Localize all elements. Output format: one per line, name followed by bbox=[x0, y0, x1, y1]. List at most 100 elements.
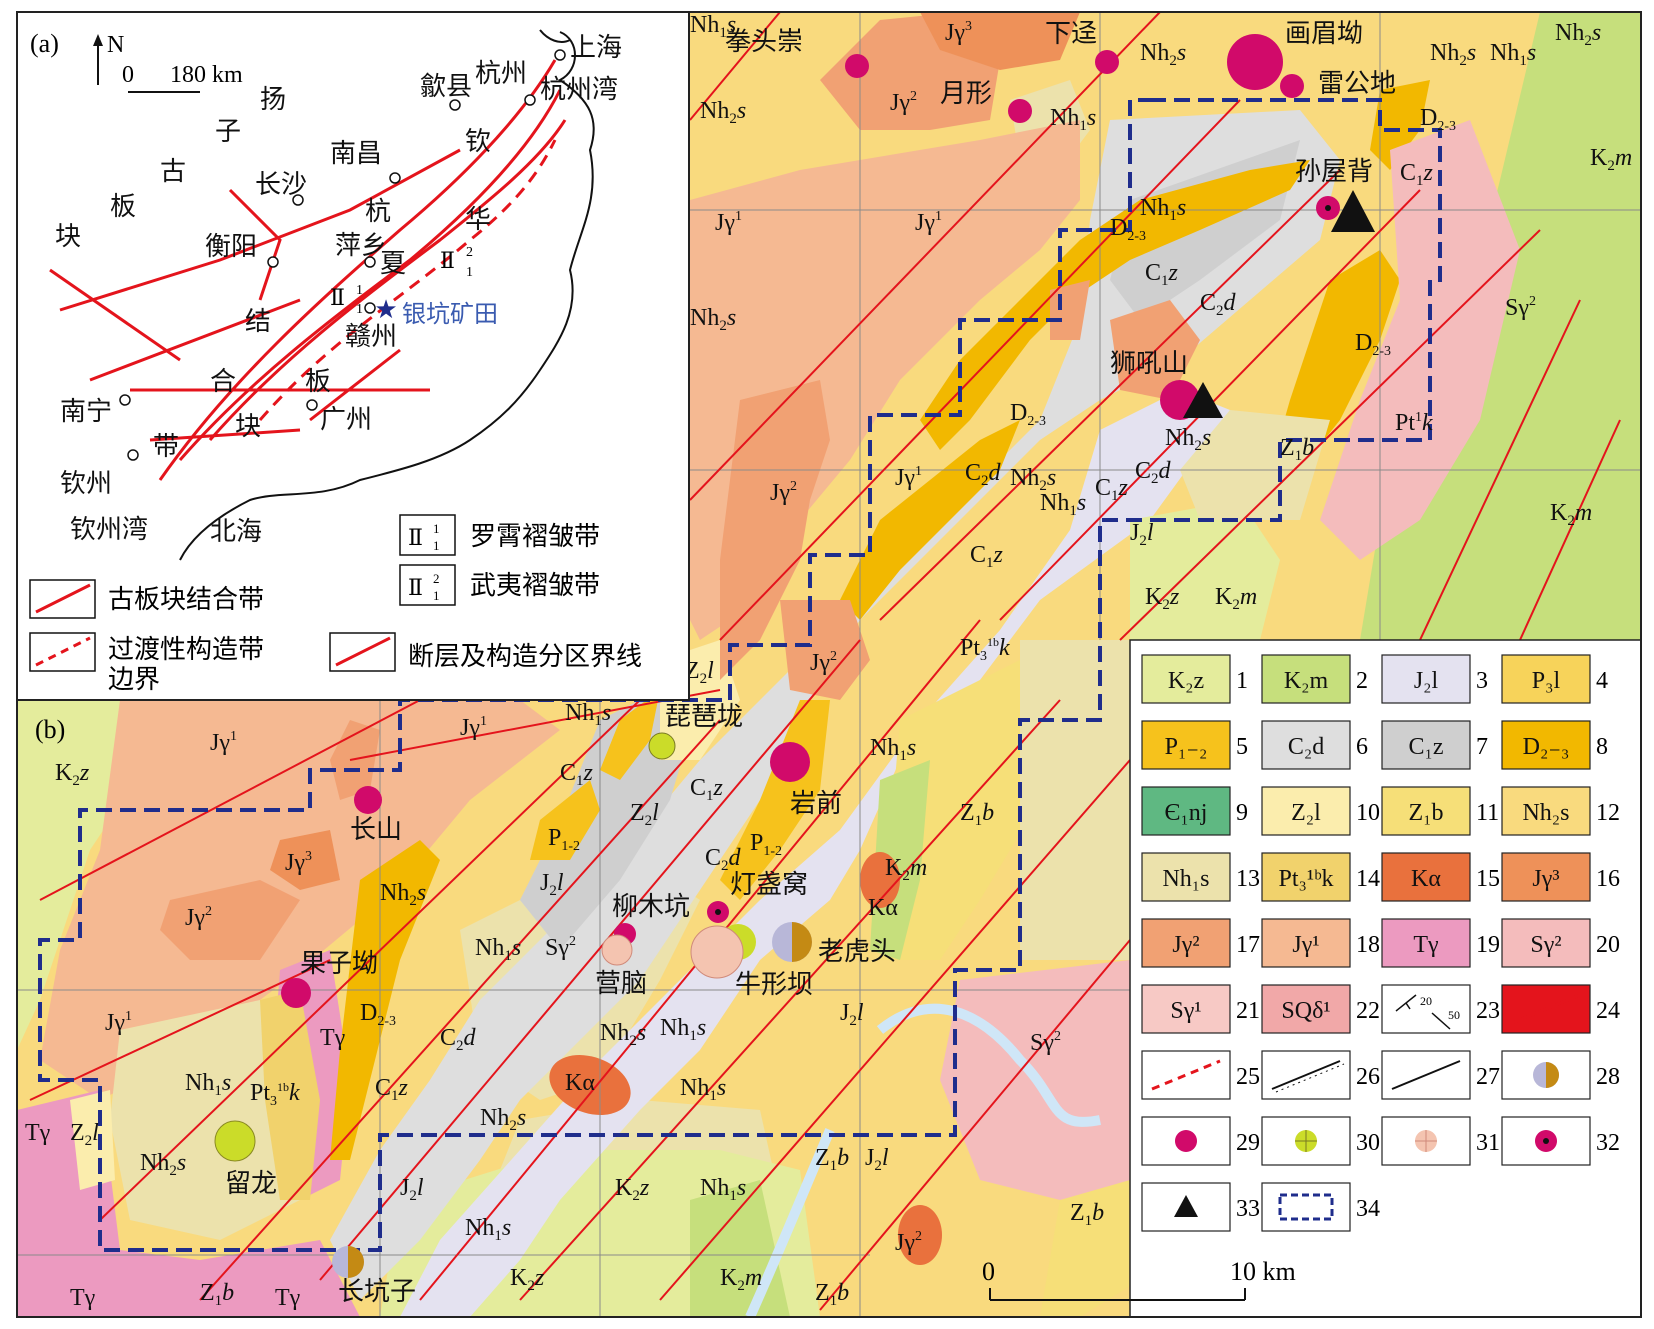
legend-number-7: 7 bbox=[1476, 734, 1488, 760]
legend-item-31: 31 bbox=[1381, 1116, 1500, 1166]
svg-text:1: 1 bbox=[356, 302, 363, 317]
city-nanning: 南宁 bbox=[60, 397, 112, 427]
map-scale-value: 10 km bbox=[1230, 1257, 1296, 1286]
legend-number-4: 4 bbox=[1596, 668, 1608, 694]
label-J2l-a: J2l bbox=[400, 1175, 424, 1204]
place-xiajing: 下迳 bbox=[1045, 19, 1097, 49]
label-Tg-mid: Tγ bbox=[320, 1025, 346, 1051]
place-guoziao: 果子坳 bbox=[300, 949, 378, 979]
place-sunwubei: 孙屋背 bbox=[1295, 157, 1373, 187]
inset-map-a: (a) N 0 180 km bbox=[16, 11, 690, 701]
legend-number-12: 12 bbox=[1596, 800, 1620, 826]
city-qinzhouwan: 钦州湾 bbox=[70, 515, 148, 545]
legend-code-3: J₂l bbox=[1414, 668, 1439, 694]
place-quantouchong: 拳头崇 bbox=[725, 27, 803, 57]
legend-suture: 古板块结合带 bbox=[108, 585, 264, 615]
deposit-yingnao bbox=[601, 934, 633, 966]
inset-scale-zero: 0 bbox=[122, 62, 134, 88]
label-Ka-a: Kα bbox=[565, 1070, 595, 1096]
city-beihai: 北海 bbox=[210, 517, 262, 547]
deposit-yuexing bbox=[1008, 99, 1032, 123]
deposit-huameiao bbox=[1227, 34, 1283, 90]
unit-P12-north bbox=[600, 690, 660, 780]
city-hangzhouwan: 杭州湾 bbox=[540, 75, 618, 105]
triangle-shihoushan bbox=[1183, 382, 1223, 418]
deposit-yanqian bbox=[770, 742, 810, 782]
unit-Jg3-north bbox=[920, 12, 1080, 70]
unit-C2d-belt bbox=[330, 110, 1340, 1300]
label-Nh1s-b: Nh1s bbox=[475, 935, 521, 964]
place-yuexing: 月形 bbox=[940, 79, 992, 109]
outer-frame bbox=[16, 11, 1642, 1318]
legend-number-10: 10 bbox=[1356, 800, 1380, 826]
unit-Z1b-se bbox=[1040, 1180, 1140, 1317]
svg-text:50: 50 bbox=[1448, 1008, 1460, 1022]
place-shihoushan: 狮吼山 bbox=[1110, 349, 1188, 379]
char-ban: 板 bbox=[110, 192, 136, 222]
label-J2l-e: J2l bbox=[1130, 520, 1154, 549]
place-names: 拳头崇 下迳 画眉坳 雷公地 月形 孙屋背 狮吼山 琵琶垅 岩前 长山 柳木坑 … bbox=[225, 19, 1396, 1307]
deposit-quantouchong bbox=[845, 54, 869, 78]
place-liulong: 留龙 bbox=[225, 1169, 277, 1199]
city-shexian: 歙县 bbox=[420, 72, 472, 102]
legend-code-11: Z₁b bbox=[1408, 800, 1443, 826]
label-Tg-s: Tγ bbox=[70, 1285, 96, 1311]
legend-number-8: 8 bbox=[1596, 734, 1608, 760]
label-Nh2s-f: Nh2s bbox=[1165, 425, 1211, 454]
inset-faults bbox=[49, 59, 567, 481]
label-J2l-c: J2l bbox=[840, 1000, 864, 1029]
label-Jg2-s: Jγ2 bbox=[895, 1229, 922, 1256]
legend-item-25: 25 bbox=[1141, 1050, 1260, 1100]
legend-code-22: SQδ¹ bbox=[1281, 998, 1330, 1024]
legend-zone2: 武夷褶皱带 bbox=[470, 571, 600, 601]
label-Nh2s-c: Nh2s bbox=[600, 1020, 646, 1049]
label-K2m-s: K2m bbox=[720, 1265, 762, 1294]
inset-frame bbox=[16, 11, 690, 701]
inset-texts: 扬 子 古 板 块 结 合 板 块 带 钦 杭 夏 华 上海 杭州 杭州湾 歙县… bbox=[55, 33, 622, 547]
legend-zone1: 罗霄褶皱带 bbox=[470, 522, 600, 552]
label-Z2l-w: Z2l bbox=[70, 1120, 99, 1149]
city-qinzhou: 钦州 bbox=[60, 469, 112, 499]
legend-code-9: Є₁nj bbox=[1165, 800, 1208, 826]
legend-code-6: C₂d bbox=[1288, 734, 1324, 760]
unit-D23-ne2 bbox=[1370, 80, 1430, 170]
label-Nh1s-f: Nh1s bbox=[700, 1175, 746, 1204]
unit-Jg2-central bbox=[720, 380, 830, 680]
legend-number-5: 5 bbox=[1236, 734, 1248, 760]
label-Ka-b: Kα bbox=[868, 895, 898, 921]
legend-transition-1: 过渡性构造带 bbox=[108, 635, 264, 665]
legend-code-12: Nh₂s bbox=[1522, 800, 1569, 826]
deposit-liulong bbox=[214, 1120, 256, 1162]
label-Nh2s-nw: Nh2s bbox=[700, 98, 746, 127]
unit-Pt-sw bbox=[260, 990, 320, 1200]
unit-Z2l-west bbox=[70, 1090, 115, 1190]
inset-zones: Ⅱ 1 1 Ⅱ 2 1 bbox=[330, 245, 473, 317]
inset-scale-value: 180 km bbox=[170, 62, 243, 88]
deposit-leigongdi bbox=[1280, 74, 1304, 98]
label-Tg-w: Tγ bbox=[25, 1120, 51, 1146]
legend-item-34: 34 bbox=[1261, 1182, 1380, 1232]
map-scale-zero: 0 bbox=[982, 1257, 995, 1286]
deposit-niuxingba bbox=[690, 925, 744, 979]
place-changkengzi: 长坑子 bbox=[338, 1277, 416, 1307]
label-Nh2s-d: Nh2s bbox=[480, 1105, 526, 1134]
legend-number-20: 20 bbox=[1596, 932, 1620, 958]
place-huameiao: 画眉坳 bbox=[1285, 19, 1363, 49]
legend-item-26: 26 bbox=[1261, 1050, 1380, 1100]
city-changsha: 长沙 bbox=[255, 170, 307, 200]
legend-number-18: 18 bbox=[1356, 932, 1380, 958]
svg-text:1: 1 bbox=[433, 538, 440, 553]
city-hengyang: 衡阳 bbox=[205, 232, 257, 262]
label-Nh2s-b: Nh2s bbox=[140, 1150, 186, 1179]
north-label: N bbox=[107, 32, 124, 58]
